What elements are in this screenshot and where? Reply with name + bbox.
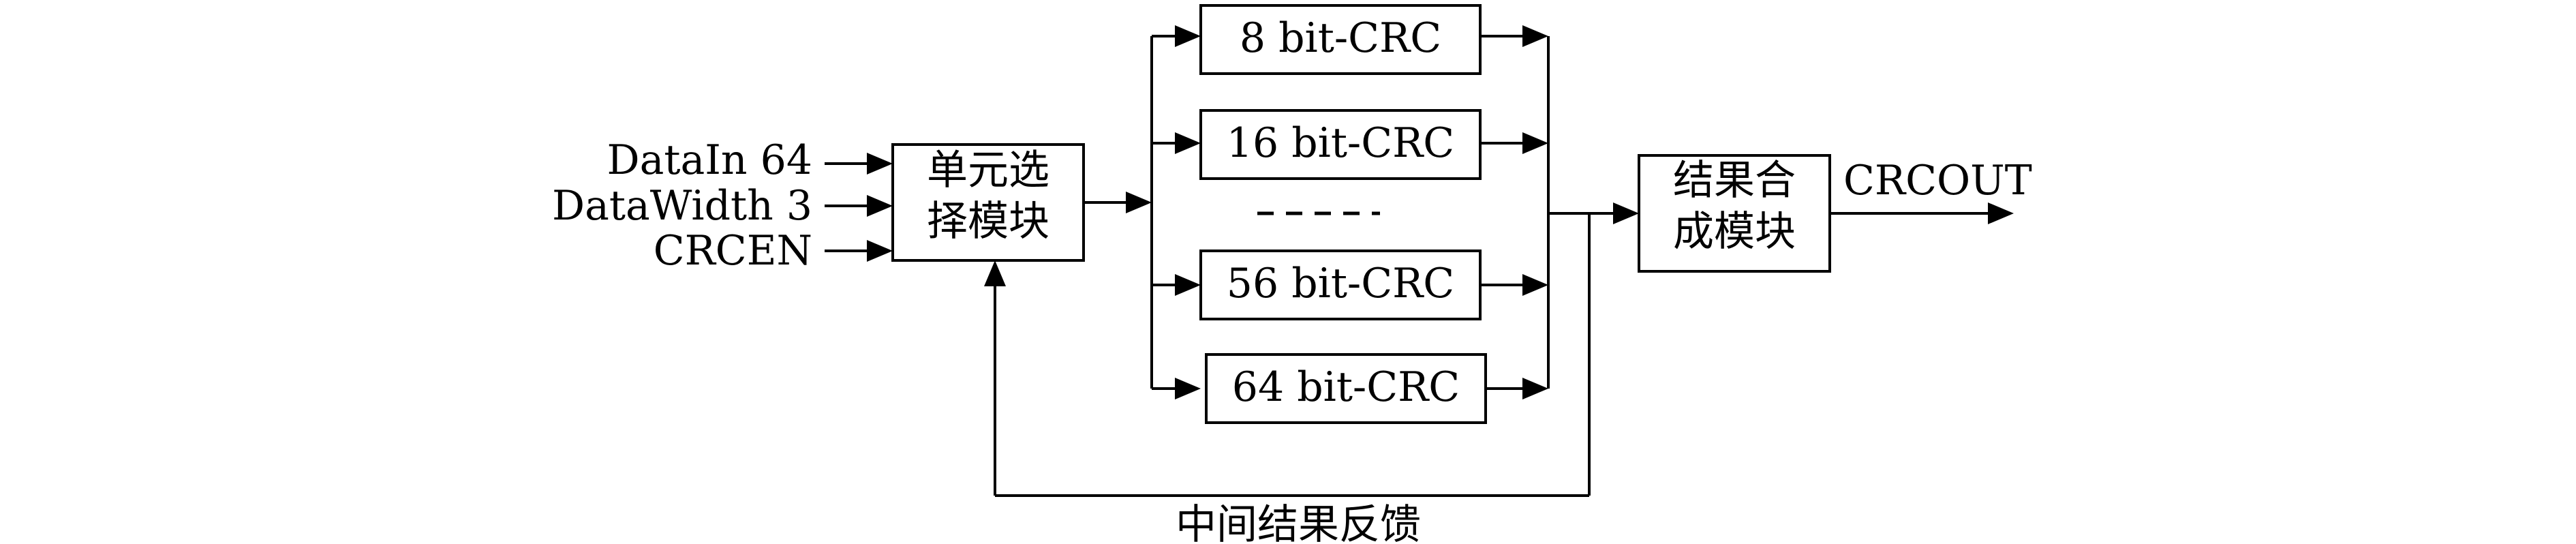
input-label-crcen: CRCEN xyxy=(654,227,812,275)
unit-select-label-line1: 单元选 xyxy=(927,147,1049,194)
feedback-loop xyxy=(984,213,1591,497)
collection-bus xyxy=(1480,25,1550,399)
unit-select-label-line2: 择模块 xyxy=(927,198,1049,245)
crc56-block: 56 bit-CRC xyxy=(1199,250,1482,320)
distribution-bus xyxy=(1150,25,1201,399)
crc64-block: 64 bit-CRC xyxy=(1205,353,1487,424)
crc16-block: 16 bit-CRC xyxy=(1199,109,1482,180)
result-merge-label-line2: 成模块 xyxy=(1673,208,1796,256)
unit-select-module: 单元选 择模块 xyxy=(891,143,1085,262)
select-to-bus-arrow xyxy=(1084,192,1152,213)
bus-to-merge-arrow xyxy=(1548,202,1639,224)
crc56-label: 56 bit-CRC xyxy=(1227,260,1454,307)
crc8-block: 8 bit-CRC xyxy=(1199,4,1482,75)
feedback-label: 中间结果反馈 xyxy=(1176,501,1421,544)
input-label-datawidth: DataWidth 3 xyxy=(552,182,812,230)
output-label-crcout: CRCOUT xyxy=(1843,157,2032,205)
crc16-label: 16 bit-CRC xyxy=(1227,119,1454,167)
output-arrow xyxy=(1830,202,2014,224)
result-merge-label-line1: 结果合 xyxy=(1673,157,1796,205)
crc64-label: 64 bit-CRC xyxy=(1232,363,1460,411)
input-arrows xyxy=(825,153,893,262)
result-merge-module: 结果合 成模块 xyxy=(1638,154,1831,273)
crc8-label: 8 bit-CRC xyxy=(1240,14,1441,62)
input-label-datain: DataIn 64 xyxy=(607,136,812,184)
